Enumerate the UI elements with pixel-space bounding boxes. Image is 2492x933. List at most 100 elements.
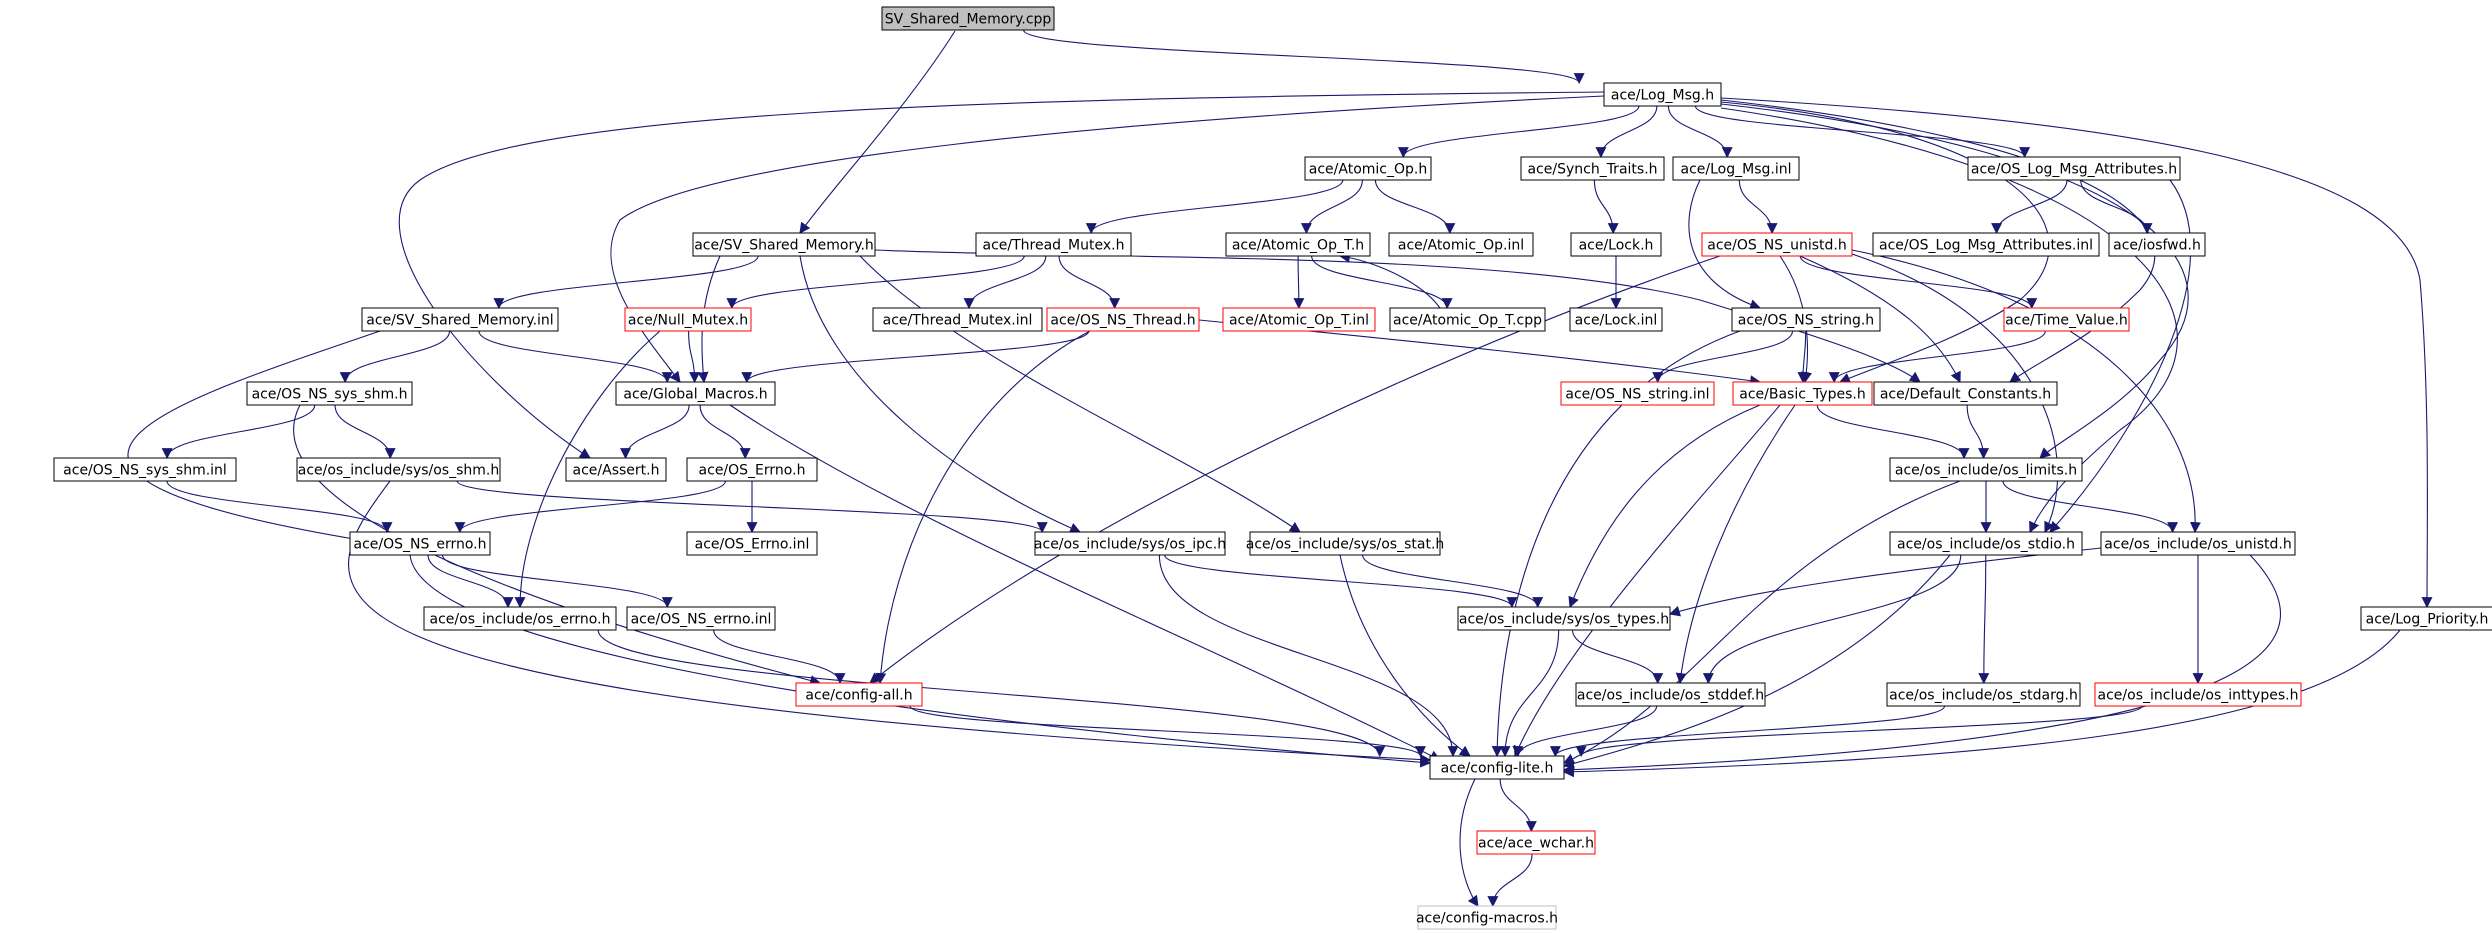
node-inc_os_errno_h[interactable]: ace/os_include/os_errno.h — [423, 606, 617, 631]
node-box — [1603, 82, 1722, 107]
edge-basic_types_h-to-config_lite_h — [1513, 404, 1781, 758]
node-label: ace/os_include/os_stdarg.h — [1889, 688, 2078, 704]
node-label: ace/OS_NS_string.h — [1738, 313, 1874, 329]
node-sys_os_types_h[interactable]: ace/os_include/sys/os_types.h — [1457, 606, 1671, 631]
node-os_unistd_h[interactable]: ace/os_include/os_unistd.h — [2100, 531, 2296, 556]
edge-basic_types_h-to-sys_os_types_h — [1568, 404, 1761, 609]
node-os_ns_errno_h[interactable]: ace/OS_NS_errno.h — [349, 531, 491, 556]
node-sys_os_stat_h[interactable]: ace/os_include/sys/os_stat.h — [1246, 531, 1445, 556]
node-os_log_attr_h[interactable]: ace/OS_Log_Msg_Attributes.h — [1967, 156, 2181, 181]
node-box — [1560, 381, 1715, 406]
node-label: ace/OS_Log_Msg_Attributes.h — [1971, 162, 2177, 178]
node-os_limits_h[interactable]: ace/os_include/os_limits.h — [1889, 457, 2083, 482]
node-box — [1457, 606, 1671, 631]
node-label: ace/SV_Shared_Memory.inl — [366, 313, 553, 329]
node-label: ace/Atomic_Op.h — [1309, 162, 1427, 178]
node-thread_mutex_inl[interactable]: ace/Thread_Mutex.inl — [872, 307, 1043, 332]
node-atomic_op_h[interactable]: ace/Atomic_Op.h — [1304, 156, 1432, 181]
node-label: ace/OS_NS_Thread.h — [1050, 313, 1195, 329]
node-assert_h[interactable]: ace/Assert.h — [565, 457, 667, 482]
node-label: ace/Atomic_Op_T.cpp — [1393, 313, 1542, 329]
node-config_all_h[interactable]: ace/config-all.h — [795, 682, 923, 707]
node-log_msg_inl[interactable]: ace/Log_Msg.inl — [1672, 156, 1800, 181]
node-box — [1388, 232, 1534, 257]
node-sv_inl[interactable]: ace/SV_Shared_Memory.inl — [361, 307, 559, 332]
node-os_ns_sys_shm_inl[interactable]: ace/OS_NS_sys_shm.inl — [53, 457, 237, 482]
node-os_inttypes_h[interactable]: ace/os_include/os_inttypes.h — [2094, 682, 2302, 707]
edge-sv_h-to-sys_os_stat_h — [859, 255, 1301, 533]
edge-global_macros_h-to-config_lite_h — [729, 404, 1441, 761]
node-os_ns_string_h[interactable]: ace/OS_NS_string.h — [1731, 307, 1881, 332]
node-atomic_op_t_inl[interactable]: ace/Atomic_Op_T.inl — [1222, 307, 1376, 332]
node-lock_h[interactable]: ace/Lock.h — [1570, 232, 1662, 257]
edge-sv_inl-to-os_ns_errno_h — [127, 330, 381, 544]
node-atomic_op_t_h[interactable]: ace/Atomic_Op_T.h — [1225, 232, 1371, 257]
node-label: ace/os_include/sys/os_shm.h — [298, 463, 499, 479]
node-label: ace/Default_Constants.h — [1880, 387, 2051, 403]
node-atomic_op_t_cpp[interactable]: ace/Atomic_Op_T.cpp — [1389, 307, 1546, 332]
node-log_priority_h[interactable]: ace/Log_Priority.h — [2360, 606, 2492, 631]
node-os_log_attr_inl[interactable]: ace/OS_Log_Msg_Attributes.inl — [1872, 232, 2100, 257]
node-config_macros_h[interactable]: ace/config-macros.h — [1416, 905, 1558, 930]
node-iosfwd_h[interactable]: ace/iosfwd.h — [2108, 232, 2206, 257]
node-os_ns_thread_h[interactable]: ace/OS_NS_Thread.h — [1046, 307, 1200, 332]
node-box — [1889, 457, 2083, 482]
node-os_ns_string_inl[interactable]: ace/OS_NS_string.inl — [1560, 381, 1715, 406]
node-label: ace/OS_NS_errno.h — [353, 537, 486, 553]
edge-atomic_op_h-to-thread_mutex_h — [1085, 179, 1344, 235]
node-atomic_op_inl[interactable]: ace/Atomic_Op.inl — [1388, 232, 1534, 257]
node-sv_cpp[interactable]: SV_Shared_Memory.cpp — [881, 6, 1055, 31]
edge-os_ns_errno_h-to-inc_os_errno_h — [427, 554, 514, 609]
edge-os_ns_unistd_h-to-default_constants_h — [1799, 255, 1961, 383]
node-box — [1389, 307, 1546, 332]
node-os_stdarg_h[interactable]: ace/os_include/os_stdarg.h — [1886, 682, 2081, 707]
node-box — [1701, 232, 1853, 257]
node-os_errno_h[interactable]: ace/OS_Errno.h — [686, 457, 818, 482]
node-global_macros_h[interactable]: ace/Global_Macros.h — [615, 381, 776, 406]
node-box — [624, 307, 752, 332]
node-os_ns_unistd_h[interactable]: ace/OS_NS_unistd.h — [1701, 232, 1853, 257]
edge-log_msg_h-to-basic_types_h — [1720, 101, 2050, 384]
node-box — [872, 307, 1043, 332]
edge-log_msg_h-to-os_stdio_h — [1720, 107, 2178, 534]
node-sys_os_ipc_h[interactable]: ace/os_include/sys/os_ipc.h — [1034, 531, 1226, 556]
edge-os_ns_string_h-to-config_lite_h — [1491, 330, 1741, 758]
node-label: ace/os_include/os_unistd.h — [2104, 537, 2291, 553]
node-box — [1476, 830, 1596, 855]
node-box — [246, 381, 413, 406]
node-synch_traits_h[interactable]: ace/Synch_Traits.h — [1520, 156, 1665, 181]
edge-log_priority_h-to-config_lite_h — [1562, 629, 2401, 778]
node-os_stddef_h[interactable]: ace/os_include/os_stddef.h — [1575, 682, 1766, 707]
node-os_ns_sys_shm_h[interactable]: ace/OS_NS_sys_shm.h — [246, 381, 413, 406]
node-ace_wchar_h[interactable]: ace/ace_wchar.h — [1476, 830, 1596, 855]
edge-config_lite_h-to-config_macros_h — [1459, 778, 1479, 907]
node-lock_inl[interactable]: ace/Lock.inl — [1569, 307, 1663, 332]
node-default_constants_h[interactable]: ace/Default_Constants.h — [1873, 381, 2058, 406]
node-box — [1222, 307, 1376, 332]
node-thread_mutex_h[interactable]: ace/Thread_Mutex.h — [975, 232, 1132, 257]
node-time_value_h[interactable]: ace/Time_Value.h — [2003, 307, 2130, 332]
node-null_mutex_h[interactable]: ace/Null_Mutex.h — [624, 307, 752, 332]
edge-log_msg_h-to-assert_h — [398, 91, 1605, 459]
edge-log_msg_h-to-global_macros_h — [610, 95, 1605, 383]
edge-os_ns_errno_inl-to-config_all_h — [713, 629, 846, 685]
node-sys_os_shm_h[interactable]: ace/os_include/sys/os_shm.h — [296, 457, 501, 482]
node-os_ns_errno_inl[interactable]: ace/OS_NS_errno.inl — [626, 606, 776, 631]
edge-log_msg_inl-to-os_ns_unistd_h — [1738, 179, 1778, 235]
node-label: ace/os_include/os_limits.h — [1895, 463, 2077, 479]
node-sv_h[interactable]: ace/SV_Shared_Memory.h — [692, 232, 876, 257]
node-os_stdio_h[interactable]: ace/os_include/os_stdio.h — [1889, 531, 2083, 556]
node-config_lite_h[interactable]: ace/config-lite.h — [1429, 755, 1565, 780]
node-box — [1569, 307, 1663, 332]
node-label: ace/Lock.inl — [1575, 313, 1658, 329]
node-box — [692, 232, 876, 257]
edge-os_stdio_h-to-os_stdarg_h — [1978, 554, 1990, 685]
node-box — [1304, 156, 1432, 181]
node-basic_types_h[interactable]: ace/Basic_Types.h — [1732, 381, 1873, 406]
edge-thread_mutex_h-to-null_mutex_h — [726, 255, 1025, 310]
node-label: ace/OS_Errno.inl — [695, 537, 810, 553]
node-os_errno_inl[interactable]: ace/OS_Errno.inl — [686, 531, 818, 556]
edge-global_macros_h-to-assert_h — [620, 404, 690, 460]
node-log_msg_h[interactable]: ace/Log_Msg.h — [1603, 82, 1722, 107]
edge-sys_os_ipc_h-to-config_lite_h — [1158, 554, 1459, 758]
